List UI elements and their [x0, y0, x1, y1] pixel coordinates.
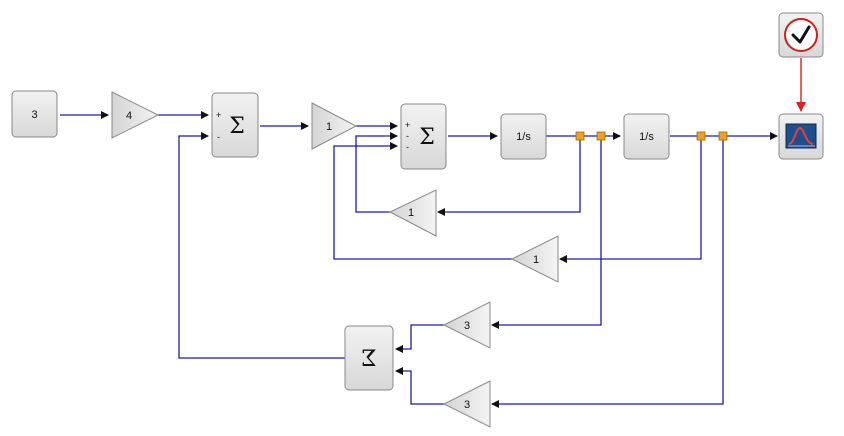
gain-value: 4	[126, 110, 132, 122]
link-split1-to-fb1[interactable]	[437, 136, 581, 216]
gain-value: 1	[533, 254, 539, 266]
sum-block-2[interactable]: Σ + - -	[400, 103, 447, 170]
scope-block[interactable]	[778, 113, 824, 160]
sum-block-3[interactable]: Σ	[344, 325, 394, 391]
gain-block-fb1[interactable]: 1	[388, 189, 437, 237]
link-fb2-to-sum2[interactable]	[333, 142, 512, 260]
clock-block[interactable]	[778, 12, 824, 58]
link-fb3-to-sum3[interactable]	[395, 324, 444, 353]
gain-value: 3	[464, 399, 470, 411]
link-split2-to-fb3[interactable]	[491, 136, 602, 329]
gain-value: 1	[408, 207, 414, 219]
gain-block-main[interactable]: 4	[111, 91, 160, 139]
gain-value: 3	[464, 320, 470, 332]
integrator-label: 1/s	[639, 131, 654, 143]
split-points	[575, 131, 728, 141]
split-point[interactable]	[718, 131, 728, 141]
scope-icon	[785, 123, 817, 149]
gain-value: 1	[326, 121, 332, 133]
sum-block-1[interactable]: Σ + -	[211, 92, 259, 158]
constant-block[interactable]: 3	[11, 90, 58, 138]
integrator-block-1[interactable]: 1/s	[500, 113, 547, 160]
constant-value: 3	[31, 109, 37, 121]
integrator-label: 1/s	[516, 131, 531, 143]
link-fb4-to-sum3[interactable]	[395, 367, 444, 405]
sum-sign-plus: +	[405, 120, 410, 130]
split-point[interactable]	[575, 131, 585, 141]
gain-block-mid[interactable]: 1	[311, 102, 358, 150]
sum-sign-minus: -	[406, 131, 409, 141]
gain-block-fb3[interactable]: 3	[442, 301, 491, 349]
sum-symbol: Σ	[419, 125, 435, 150]
clock-icon	[784, 18, 818, 52]
link-split3-to-fb2[interactable]	[559, 136, 702, 263]
link-sum3-to-sum1[interactable]	[178, 132, 345, 359]
link-split4-to-fb4[interactable]	[491, 136, 724, 408]
split-point[interactable]	[696, 131, 706, 141]
gain-block-fb4[interactable]: 3	[442, 380, 491, 428]
sum-sign-minus: -	[406, 142, 409, 152]
gain-block-fb2[interactable]: 1	[510, 235, 559, 283]
sum-sign-minus: -	[217, 132, 220, 142]
split-point[interactable]	[596, 131, 606, 141]
integrator-block-2[interactable]: 1/s	[623, 113, 670, 160]
sum-symbol: Σ	[361, 347, 377, 372]
link-fb1-to-sum2[interactable]	[355, 132, 398, 213]
signal-links	[60, 111, 778, 408]
sum-sign-plus: +	[216, 110, 221, 120]
sum-symbol: Σ	[229, 114, 245, 139]
